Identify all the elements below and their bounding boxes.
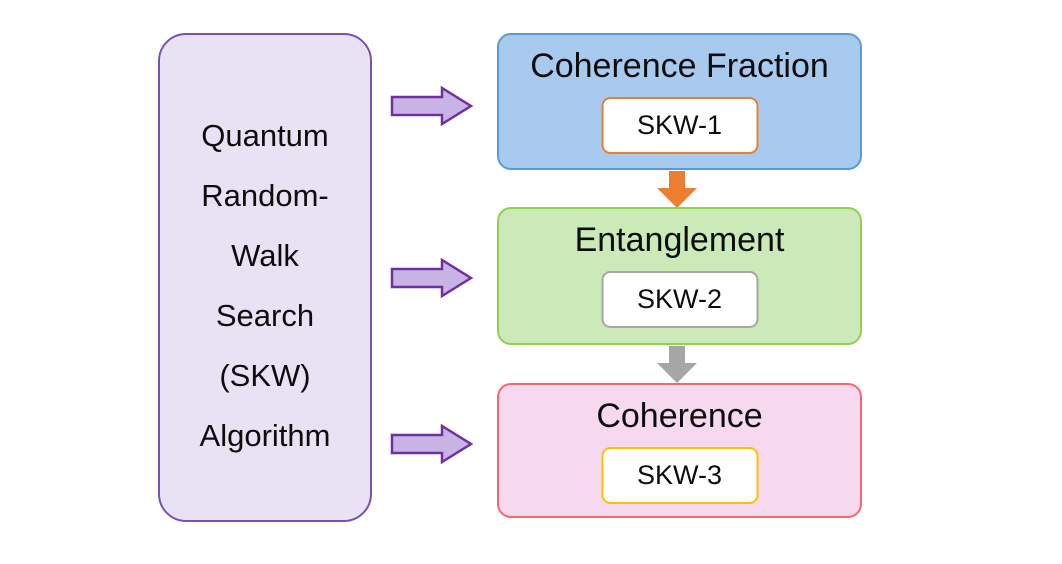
metric-title: Entanglement — [574, 221, 785, 259]
metric-box-entanglement: Entanglement SKW-2 — [497, 207, 862, 345]
metric-tag-skw-2: SKW-2 — [601, 271, 758, 328]
arrow-down-icon — [657, 171, 697, 208]
metric-box-coherence: Coherence SKW-3 — [497, 383, 862, 518]
algorithm-box: Quantum Random- Walk Search (SKW) Algori… — [158, 33, 372, 522]
arrow-right-icon — [390, 424, 474, 464]
metric-title: Coherence — [596, 397, 763, 435]
arrow-right-icon — [390, 258, 474, 298]
algorithm-line: Walk — [231, 237, 299, 273]
algorithm-line: (SKW) — [219, 357, 311, 393]
metric-tag-skw-3: SKW-3 — [601, 447, 758, 504]
algorithm-line: Quantum — [201, 117, 329, 153]
metric-box-coherence-fraction: Coherence Fraction SKW-1 — [497, 33, 862, 170]
arrow-down-icon — [657, 346, 697, 383]
algorithm-line: Random- — [201, 177, 329, 213]
algorithm-line: Algorithm — [199, 417, 331, 453]
arrow-right-icon — [390, 86, 474, 126]
algorithm-line: Search — [215, 297, 315, 333]
metric-title: Coherence Fraction — [530, 47, 829, 85]
metric-tag-skw-1: SKW-1 — [601, 97, 758, 154]
